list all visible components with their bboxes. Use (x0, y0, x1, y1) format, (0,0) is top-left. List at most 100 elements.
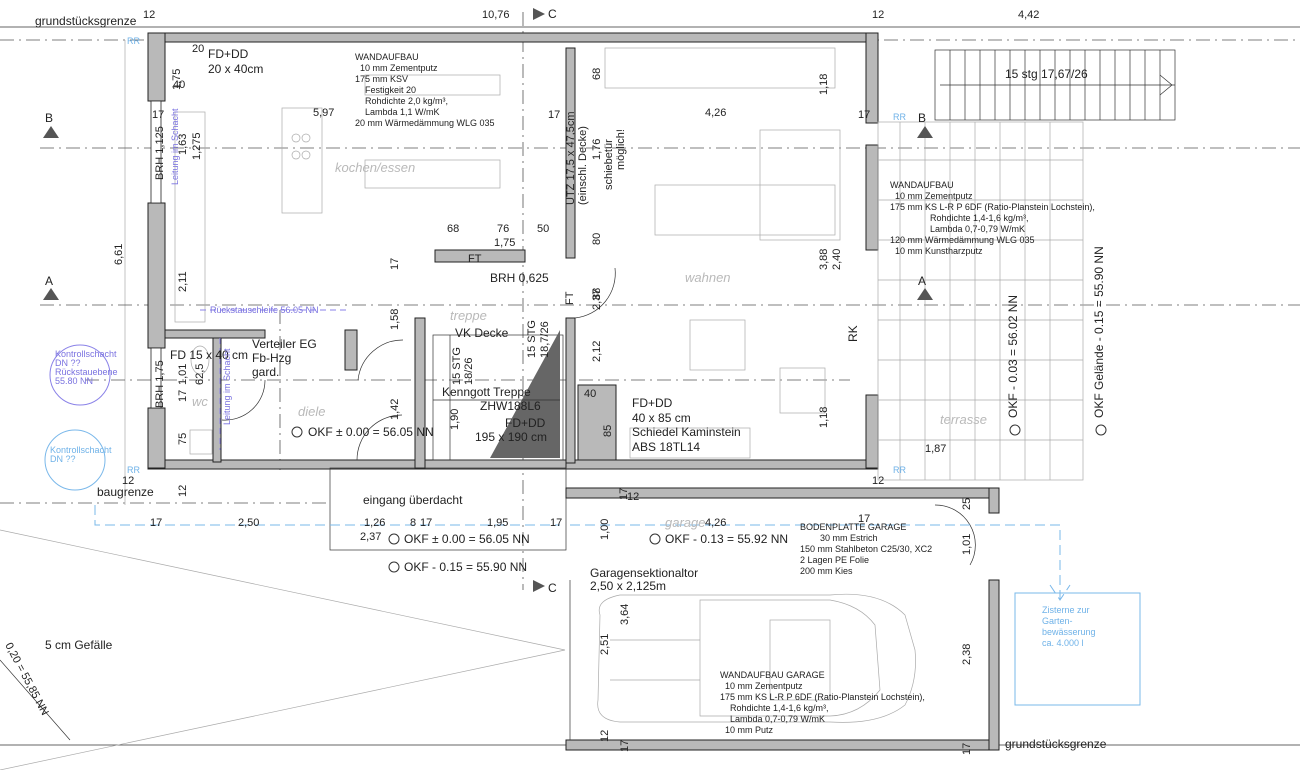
dim-12-c: 12 (122, 475, 134, 487)
rr-1: RR (127, 36, 140, 46)
vk-decke: VK Decke (455, 326, 509, 340)
zist-1: Zisterne zur (1042, 605, 1090, 615)
dim-12-a: 12 (143, 9, 155, 21)
chimney-block (577, 384, 617, 461)
kitchen-island (281, 107, 323, 214)
stair-dark (490, 330, 560, 458)
bodenplatte-line: 200 mm Kies (800, 566, 853, 576)
door-wc (221, 379, 266, 421)
kontroll-2b: DN ?? (50, 454, 76, 464)
dim-1076: 10,76 (482, 9, 510, 21)
kontroll-1a: Kontrollschacht (55, 349, 117, 359)
dining-chairs (364, 159, 501, 189)
wandaufbau_garage-line: 10 mm Putz (725, 725, 774, 735)
wandaufbau_top-line: Festigkeit 20 (365, 85, 416, 95)
stg-15-a: 15 STG (451, 347, 463, 385)
dim-17-f: 17 (619, 740, 631, 752)
hob-1 (291, 133, 301, 143)
door-entrance (356, 414, 403, 461)
dim-187: 1,87 (925, 443, 946, 455)
dim-8: 8 (410, 517, 416, 529)
room-garage: garage (665, 515, 705, 530)
hob-2 (301, 133, 311, 143)
wall-inner-1 (565, 47, 576, 259)
wandaufbau_top-line: 10 mm Zementputz (360, 63, 438, 73)
wandaufbau_top-line: WANDAUFBAU (355, 52, 419, 62)
okf-aussen: OKF - 0.15 = 55.90 NN (404, 560, 527, 574)
dim-75: 75 (177, 433, 189, 445)
dim-175-c: 17 (858, 109, 870, 121)
stg-15-b2: 18,7/26 (539, 321, 551, 358)
hob-4 (301, 150, 311, 160)
fd-dd-top: FD+DD (208, 47, 249, 61)
dim-101: 1,01 (177, 364, 189, 385)
dim-12-e: 12 (872, 475, 884, 487)
okf-gelaende: OKF Gelände - 0.15 = 55.90 NN (1092, 246, 1106, 418)
dim-12-d: 12 (177, 485, 189, 497)
wandaufbau_garage-line: Rohdichte 1,4-1,6 kg/m³, (730, 703, 829, 713)
sofa-corner (759, 129, 841, 241)
rr-4: RR (127, 465, 140, 475)
room-terrasse: terrasse (940, 412, 987, 427)
okf-diele: OKF ± 0.00 = 56.05 NN (308, 425, 434, 439)
section-b-marker-right (917, 126, 933, 138)
dim-20: 20 (192, 43, 204, 55)
wall-west-1 (147, 32, 166, 102)
fd-wc-label: FD 15 x 40 cm (170, 348, 248, 362)
wandaufbau_top-line: 175 mm KSV (355, 74, 408, 84)
window-west-1 (150, 100, 162, 204)
dim-250: 2,50 (238, 517, 259, 529)
dim-388: 3,88 (818, 249, 830, 270)
section-a-marker-left (43, 288, 59, 300)
rk-label: RK (846, 325, 860, 342)
drain-arrow (1049, 584, 1071, 601)
zisterne-box (1014, 592, 1141, 706)
kontrollschacht-2 (44, 429, 106, 491)
dim-175-v: 17 (389, 258, 401, 270)
dim-237: 2,37 (591, 289, 603, 310)
leitung-label-1: Leitung im Schacht (222, 348, 232, 425)
ft-1: FT (468, 253, 482, 265)
wc-basin (189, 429, 213, 455)
section-b-right: B (918, 111, 926, 125)
stair-size: 195 x 190 cm (475, 430, 547, 444)
dim-1275: 1,275 (191, 132, 203, 160)
wall-verteiler (344, 329, 358, 371)
gard-label: gard. (252, 365, 279, 379)
leitung-label-2: Leitung im Schacht (170, 108, 180, 185)
wall-north (147, 32, 879, 43)
tor-size: 2,50 x 2,125m (590, 579, 666, 593)
wall-west-3 (147, 407, 166, 469)
dim-126: 1,26 (364, 517, 385, 529)
dim-190: 1,90 (449, 409, 461, 430)
wall-inner-2 (565, 317, 576, 464)
brh-175: BRH 1,75 (154, 360, 166, 408)
wandaufbau_top-line: 20 mm Wärmedämmung WLG 035 (355, 118, 495, 128)
wandaufbau_garage-line: Lambda 0,7-0,79 W/mK (730, 714, 825, 724)
gefaelle-line-2 (0, 649, 566, 770)
section-a-left: A (45, 274, 53, 288)
wall-wc-top (164, 329, 266, 339)
dim-12-b: 12 (872, 9, 884, 21)
brh-1125: BRH 1,125 (154, 126, 166, 180)
dim-8025: 80 (591, 233, 603, 245)
dim-85: 85 (602, 425, 614, 437)
verteiler-label: Verteiler EG (252, 337, 317, 351)
kontroll-1b: DN ?? (55, 358, 81, 368)
section-a-marker-right (917, 288, 933, 300)
dim-175-w: 1,75 (494, 237, 515, 249)
wall-wc-right (212, 337, 222, 463)
wandaufbau_right-line: Rohdichte 1,4-1,6 kg/m³, (930, 213, 1029, 223)
tor-label: Garagensektionaltor (590, 566, 698, 580)
room-diele: diele (298, 404, 325, 419)
dim-40-b: 40 (173, 79, 185, 91)
section-c-top: C (548, 7, 557, 21)
bodenplatte-line: 30 mm Estrich (820, 533, 878, 543)
dim-2375: 2,37 (360, 531, 381, 543)
dim-426: 4,26 (705, 107, 726, 119)
hob-3 (291, 150, 301, 160)
car-outline (597, 593, 916, 723)
wandaufbau_garage-line: 175 mm KS L-R P 6DF (Ratio-Planstein Loc… (720, 692, 925, 702)
